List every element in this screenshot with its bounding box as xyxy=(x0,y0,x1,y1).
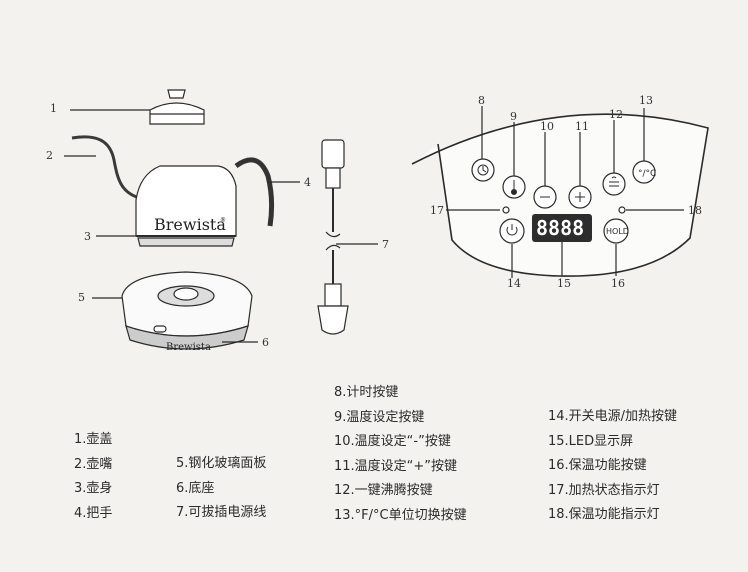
legend-item: 3.壶身 xyxy=(74,481,113,496)
legend-col-1: 1.壶盖 2.壶嘴 3.壶身 4.把手 xyxy=(74,428,112,526)
power-button xyxy=(499,218,525,244)
base-brand-text: Brewista xyxy=(166,342,211,353)
legend-item: 8.计时按键 xyxy=(334,385,399,400)
legend-item: 12.一键沸腾按键 xyxy=(334,483,433,498)
callout-number: 15 xyxy=(557,277,571,290)
control-panel-outline xyxy=(411,113,709,277)
legend-item: 11.温度设定“+”按键 xyxy=(334,458,458,474)
kettle-brand-text: Brewista xyxy=(154,215,226,234)
hold-button-label: HOLD xyxy=(606,227,629,236)
legend-item: 4.把手 xyxy=(74,505,113,521)
boil-icon xyxy=(609,176,619,187)
legend-item: 7.可拔插电源线 xyxy=(176,505,267,520)
boil-button xyxy=(602,172,626,196)
legend-item: 10.温度设定“-”按键 xyxy=(334,434,451,449)
unit-switch-button xyxy=(632,160,656,184)
legend-item: 15.LED显示屏 xyxy=(548,433,634,449)
unit-switch-icon: °/°C xyxy=(638,169,656,179)
led-display-value: 8888 xyxy=(536,216,584,240)
brand-mark: ® xyxy=(220,217,226,224)
legend-item: 17.加热状态指示灯 xyxy=(548,482,660,498)
hold-button xyxy=(603,218,629,244)
lid-illustration xyxy=(149,89,205,125)
legend-item: 14.开关电源/加热按键 xyxy=(548,409,678,424)
hold-indicator xyxy=(618,206,626,214)
callout-number: 18 xyxy=(688,204,702,217)
legend-col-2: 5.钢化玻璃面板 6.底座 7.可拔插电源线 xyxy=(176,452,266,526)
legend-item: 1.壶盖 xyxy=(74,432,113,447)
power-cord-illustration xyxy=(317,139,349,335)
callout-number: 4 xyxy=(304,176,311,189)
callout-number: 2 xyxy=(46,149,53,162)
legend-item: 2.壶嘴 xyxy=(74,456,113,472)
clock-icon xyxy=(477,164,489,176)
handle-illustration xyxy=(234,157,275,227)
base-illustration xyxy=(121,271,253,350)
callout-number: 5 xyxy=(78,291,85,304)
callout-number: 12 xyxy=(609,108,623,121)
callout-number: 10 xyxy=(540,120,554,133)
callout-number: 14 xyxy=(507,277,521,290)
heating-indicator xyxy=(502,206,510,214)
legend-col-3: 8.计时按键 9.温度设定按键 10.温度设定“-”按键 11.温度设定“+”按键 12… xyxy=(334,381,467,528)
product-diagram: Brewista Brewista ® °/°C HOLD 8888 12345… xyxy=(46,89,709,353)
callout-number: 17 xyxy=(430,204,444,217)
callout-number: 7 xyxy=(382,238,389,251)
power-icon xyxy=(506,224,518,236)
callout-number: 3 xyxy=(84,230,91,243)
callout-number: 11 xyxy=(575,120,589,133)
led-display xyxy=(532,214,592,242)
callout-number: 6 xyxy=(262,336,269,349)
callout-number: 16 xyxy=(611,277,625,290)
callout-number: 13 xyxy=(639,94,653,107)
legend-item: 5.钢化玻璃面板 xyxy=(176,456,267,471)
kettle-body-illustration xyxy=(135,165,237,247)
legend-col-4: 14.开关电源/加热按键 15.LED显示屏 16.保温功能按键 17.加热状态指示灯… xyxy=(548,405,677,528)
legend-item: 6.底座 xyxy=(176,480,215,496)
legend-item: 18.保温功能指示灯 xyxy=(548,507,660,522)
callout-number: 1 xyxy=(50,102,57,115)
callout-number: 9 xyxy=(510,110,517,123)
spout-illustration xyxy=(71,135,149,202)
legend-item: 9.温度设定按键 xyxy=(334,409,425,425)
callout-number: 8 xyxy=(478,94,485,107)
legend-item: 13.°F/°C单位切换按键 xyxy=(334,507,467,523)
legend-item: 16.保温功能按键 xyxy=(548,458,647,473)
